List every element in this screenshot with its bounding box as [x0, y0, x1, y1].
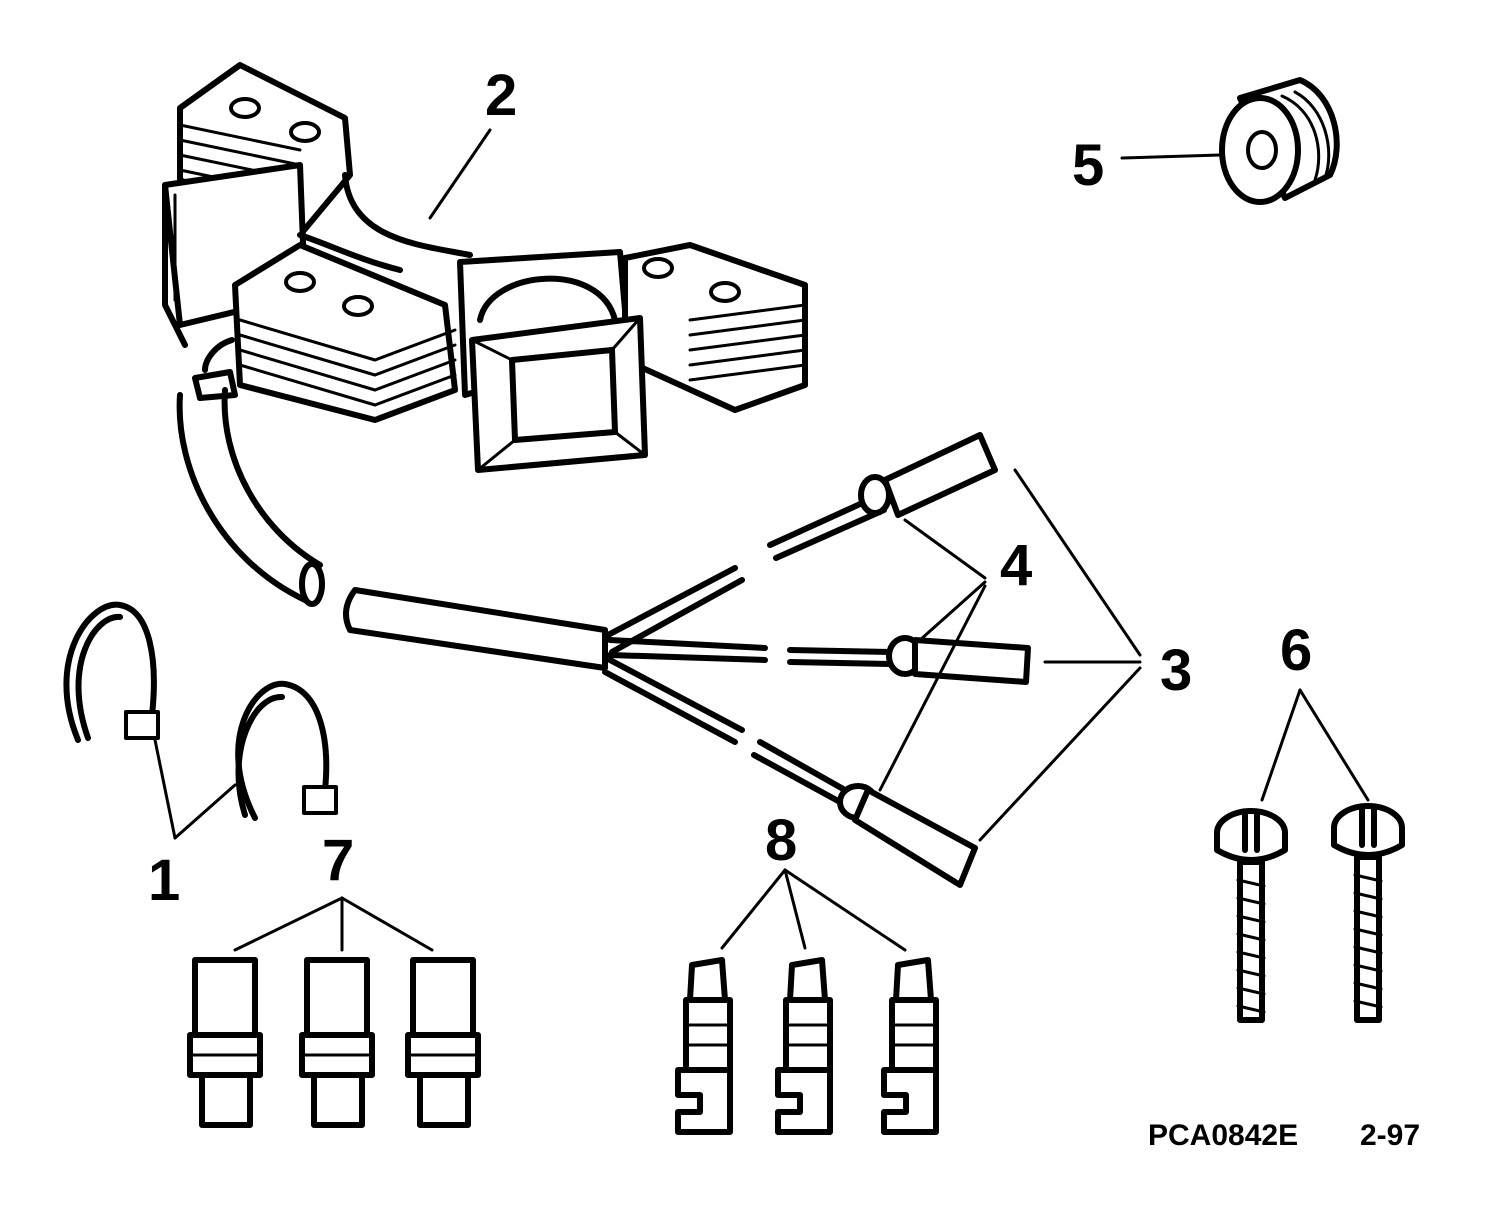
callout-6: 6 [1280, 618, 1312, 683]
wire-ties [63, 601, 338, 821]
callout-3: 3 [1160, 638, 1192, 703]
drawing-date: 2-97 [1360, 1119, 1420, 1152]
callout-8: 8 [765, 808, 797, 873]
callout-1: 1 [148, 848, 180, 913]
terminal-middle [787, 635, 1031, 685]
sleeve-2 [299, 957, 375, 1128]
grommet [1219, 77, 1340, 205]
wire-terminals [675, 957, 939, 1135]
callout-2: 2 [485, 63, 517, 128]
leader-lines [153, 128, 1370, 952]
terminal-8c [881, 957, 939, 1135]
screws [1214, 803, 1405, 1023]
screw-right [1331, 803, 1405, 1023]
drawing-code: PCA0842E [1148, 1119, 1298, 1152]
connector-sleeves [187, 957, 481, 1128]
callout-5: 5 [1072, 133, 1104, 198]
terminal-8b [775, 957, 833, 1135]
charge-coil-assembly [162, 62, 808, 745]
terminal-8a [675, 957, 733, 1135]
terminal-bottom [751, 739, 978, 888]
sleeve-1 [187, 957, 263, 1128]
callout-4: 4 [1000, 533, 1032, 598]
terminal-top [767, 432, 998, 561]
screw-left [1214, 808, 1288, 1023]
callout-numbers: 2 5 4 3 6 1 7 8 [148, 63, 1312, 913]
callout-7: 7 [322, 828, 354, 893]
sleeve-3 [405, 957, 481, 1128]
